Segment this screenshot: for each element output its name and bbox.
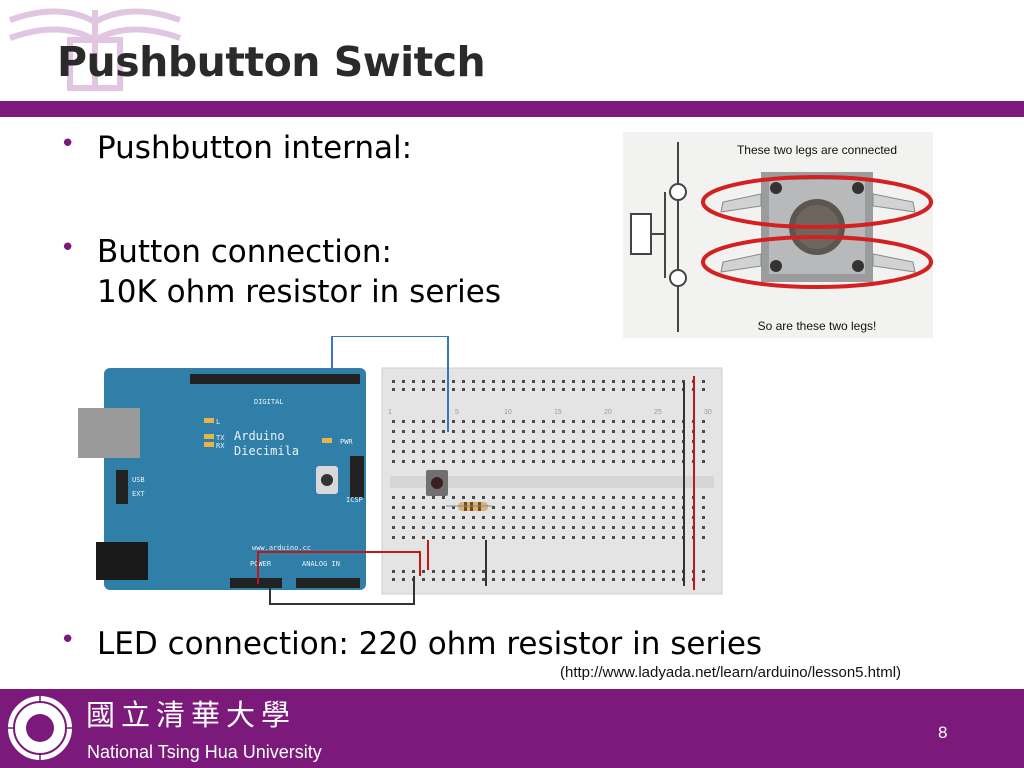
icsp-header: [350, 456, 364, 498]
page-number: 8: [938, 723, 948, 742]
footer-bar: [0, 689, 1024, 768]
bullet-dot-icon: •: [60, 625, 76, 655]
university-name-chinese: 國立清華大學: [86, 698, 297, 732]
analog-label: ANALOG IN: [302, 560, 340, 568]
bullet-text-line2: 10K ohm resistor in series: [97, 274, 501, 311]
rx-label: RX: [216, 442, 225, 450]
icsp-label: ICSP: [346, 496, 363, 504]
column-number: 10: [504, 409, 512, 416]
column-number: 30: [704, 409, 712, 416]
column-number: 25: [654, 409, 662, 416]
power-header: [230, 578, 282, 588]
bullet-button-connection: • Button connection: 10K ohm resistor in…: [60, 232, 501, 313]
arduino-board: [104, 368, 366, 590]
switch-schematic: [630, 142, 687, 332]
blue-signal-wire: [331, 336, 449, 432]
digital-header: [190, 374, 360, 384]
bullet-text: Pushbutton internal:: [97, 130, 413, 166]
university-name-english: National Tsing Hua University: [87, 742, 322, 762]
analog-header: [296, 578, 360, 588]
pushbutton-internal-figure: These two legs are connected So are thes…: [623, 132, 933, 338]
board-name-line1: Arduino: [234, 429, 285, 443]
bullet-pushbutton-internal: • Pushbutton internal:: [60, 128, 412, 168]
ext-label: EXT: [132, 490, 145, 498]
connected-legs-highlight: [701, 175, 933, 229]
title-divider-bar: [0, 101, 1024, 117]
top-legs-label: These two legs are connected: [737, 143, 897, 157]
bullet-text: Button connection:: [97, 234, 392, 270]
black-gnd-wire: [269, 576, 415, 605]
bottom-legs-label: So are these two legs!: [758, 319, 877, 333]
usb-port: [78, 408, 140, 458]
button-breadboard-figure: Arduino Diecimila DIGITAL www.arduino.cc…: [78, 336, 723, 605]
university-logo-watermark: [8, 8, 182, 91]
bullet-dot-icon: •: [60, 233, 76, 263]
slide-title: Pushbutton Switch: [57, 38, 486, 86]
power-label: POWER: [250, 560, 272, 568]
website-label: www.arduino.cc: [252, 544, 311, 552]
tx-label: TX: [216, 434, 225, 442]
l-label: L: [216, 418, 220, 426]
power-jack: [96, 542, 148, 580]
red-5v-wire: [257, 551, 421, 584]
usb-label: USB: [132, 476, 145, 484]
source-citation: (http://www.ladyada.net/learn/arduino/le…: [560, 664, 902, 681]
bullet-led-connection: • LED connection: 220 ohm resistor in se…: [60, 624, 762, 664]
board-name-line2: Diecimila: [234, 444, 299, 458]
pwr-label: PWR: [340, 438, 353, 446]
bullet-text: LED connection: 220 ohm resistor in seri…: [97, 626, 763, 662]
column-number: 20: [604, 409, 612, 416]
bullet-dot-icon: •: [60, 129, 76, 159]
digital-label: DIGITAL: [254, 398, 284, 406]
university-seal-icon: [6, 694, 74, 762]
column-number: 5: [455, 409, 459, 416]
column-number: 1: [388, 409, 392, 416]
connected-legs-highlight: [701, 235, 933, 289]
column-number: 15: [554, 409, 562, 416]
